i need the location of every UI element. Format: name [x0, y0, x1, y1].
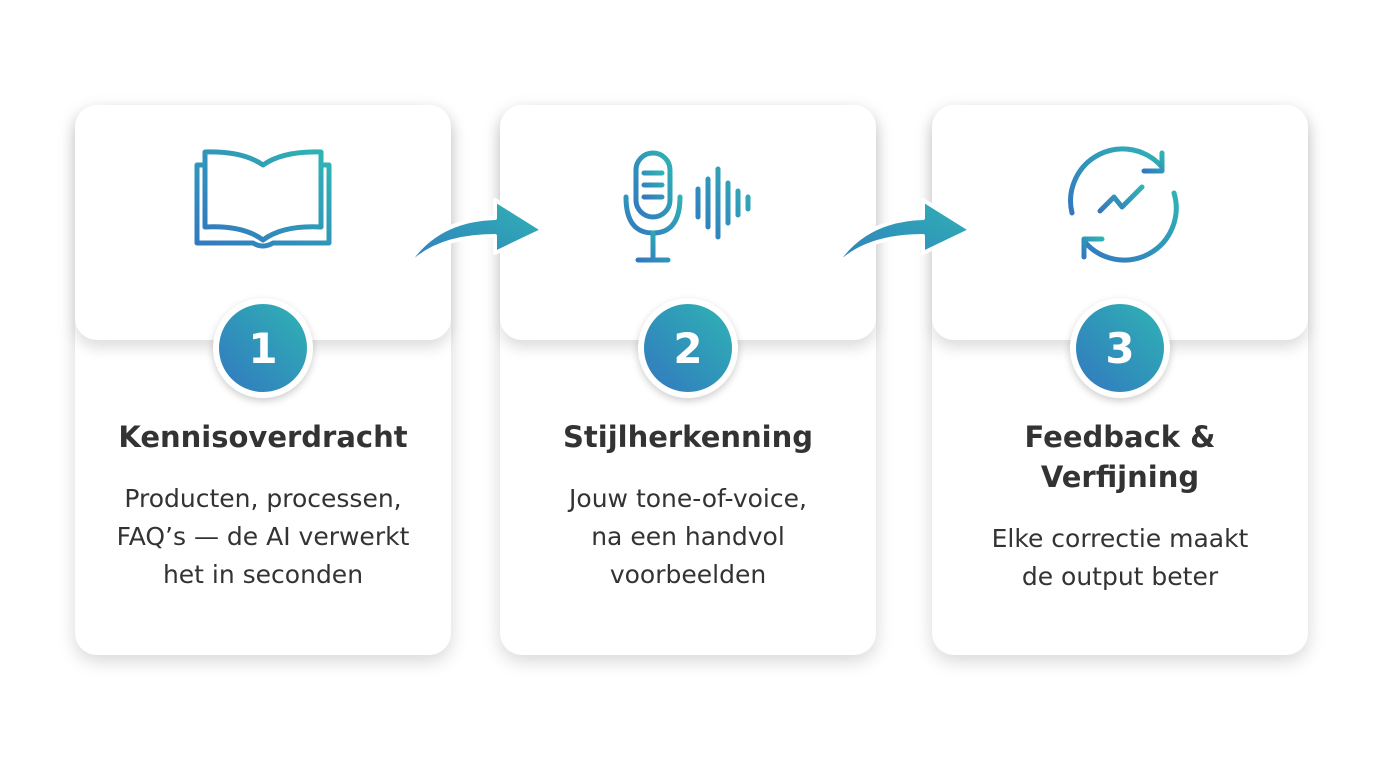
step-description: Producten, processen, FAQ’s — de AI verw… [75, 480, 451, 594]
arrow-right-icon [400, 198, 545, 276]
step-title: Stijlherkenning [563, 420, 813, 454]
step-description: Jouw tone-of-voice, na een handvol voorb… [500, 480, 876, 594]
desc-line: FAQ’s — de AI verwerkt [116, 522, 410, 551]
title-line: Verfijning [1040, 460, 1200, 494]
desc-line: de output beter [1021, 562, 1219, 591]
title-line: Feedback & [1024, 420, 1216, 454]
step-card-1-header: 1 [75, 105, 451, 398]
step-description: Elke correctie maakt de output beter [932, 520, 1308, 596]
desc-line: Jouw tone-of-voice, [569, 484, 807, 513]
desc-line: voorbeelden [609, 560, 767, 589]
microphone-soundwave-icon [623, 150, 751, 263]
desc-line: Elke correctie maakt [991, 524, 1249, 553]
step-card-1: 1 Kennisoverdracht Producten, processen,… [75, 105, 451, 655]
open-book-icon [194, 149, 332, 249]
step-number-badge: 1 [213, 298, 313, 398]
step-title: Feedback & Verfijning [932, 417, 1308, 497]
step-card-2-header: 2 [500, 105, 876, 398]
refresh-trend-icon [1068, 146, 1179, 263]
step-number-badge: 3 [1070, 298, 1170, 398]
desc-line: Producten, processen, [124, 484, 402, 513]
step-card-3: 3 Feedback & Verfijning Elke correctie m… [932, 105, 1308, 655]
desc-line: na een handvol [591, 522, 785, 551]
step-card-2: 2 Stijlherkenning Jouw tone-of-voice, na… [500, 105, 876, 655]
arrow-right-icon [828, 198, 973, 276]
step-number-badge: 2 [638, 298, 738, 398]
desc-line: het in seconden [162, 560, 364, 589]
step-title: Kennisoverdracht [118, 420, 408, 454]
step-card-3-header: 3 [932, 105, 1308, 398]
